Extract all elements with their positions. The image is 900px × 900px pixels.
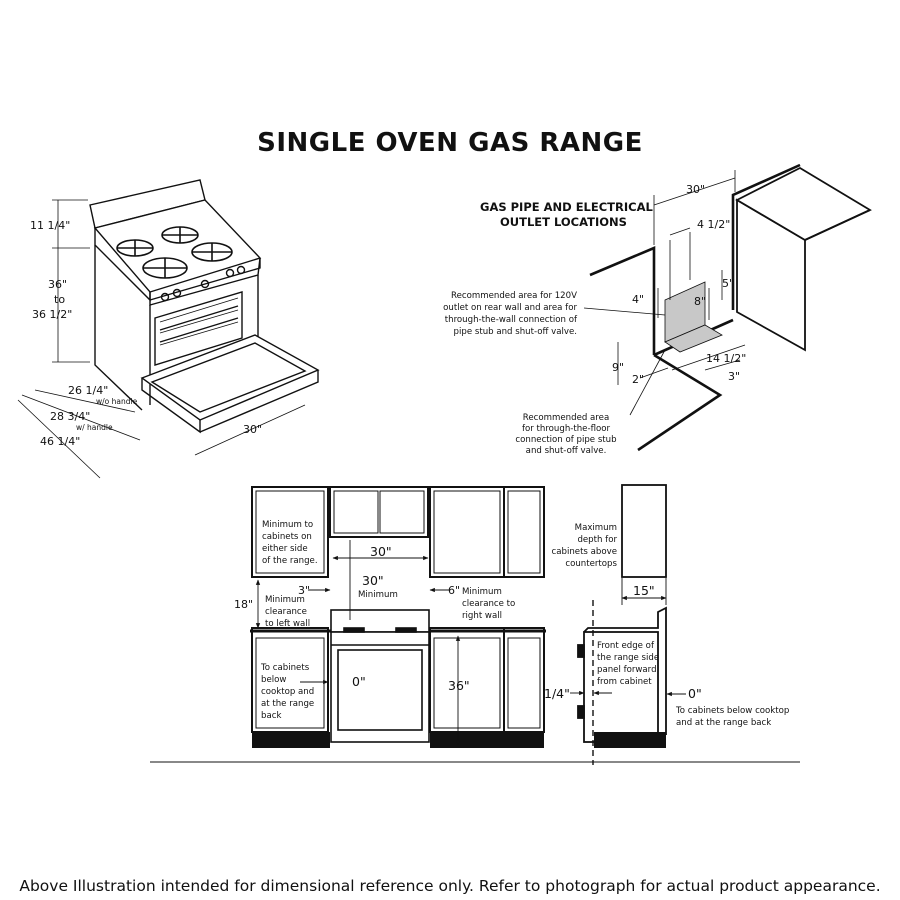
front-view-dim-36: 36" (448, 678, 470, 693)
svg-text:clearance to: clearance to (462, 599, 515, 609)
svg-text:Front edge of: Front edge of (597, 641, 655, 651)
front-view-dim-30-top: 30" (370, 544, 392, 559)
side-view-front-edge-note: Front edge of the range side panel forwa… (597, 641, 659, 687)
svg-text:countertops: countertops (565, 559, 617, 569)
front-view-dim-3: 3" (298, 584, 310, 597)
gas-pipe-dimension-lines (583, 170, 746, 416)
front-view-min-label: Minimum (358, 590, 398, 600)
cabinet-side (735, 166, 872, 352)
gas-pipe-dim-14-1-2: 14 1/2" (706, 352, 746, 365)
gas-pipe-dim-2: 2" (632, 373, 644, 386)
gas-pipe-wall-note: Recommended area for 120V outlet on rear… (443, 291, 578, 337)
svg-text:and shut-off valve.: and shut-off valve. (526, 446, 607, 456)
gas-pipe-dim-5: 5" (722, 277, 734, 290)
front-view-dimension-lines (255, 540, 461, 746)
svg-text:panel forward: panel forward (597, 665, 657, 675)
footer-disclaimer: Above Illustration intended for dimensio… (19, 877, 881, 895)
side-view-dim-1-4: 1/4" (544, 686, 570, 701)
gas-pipe-floor-note: Recommended area for through-the-floor c… (515, 413, 616, 456)
side-view-dimension-lines (570, 578, 686, 697)
front-view-cabinet-note: Minimum to cabinets on either side of th… (262, 520, 318, 566)
side-view-depth-note: Maximum depth for cabinets above counter… (552, 523, 618, 569)
front-view-dim-0: 0" (352, 674, 366, 689)
range-height-label-line3: 36 1/2" (32, 308, 72, 321)
range-depth-wo-handle-label: 26 1/4" (68, 384, 108, 397)
svg-text:cabinets above: cabinets above (552, 547, 618, 557)
svg-text:Minimum: Minimum (462, 587, 502, 597)
range-depth-wo-handle-note: w/o handle (96, 397, 138, 406)
side-view-below-note: To cabinets below cooktop and at the ran… (675, 706, 789, 728)
side-view-toekick (594, 732, 666, 748)
front-view-left-wall-note: Minimum clearance to left wall (265, 595, 310, 629)
gas-pipe-dim-30: 30" (686, 183, 705, 196)
svg-text:pipe stub and shut-off valve.: pipe stub and shut-off valve. (454, 327, 577, 337)
svg-text:the range side: the range side (597, 653, 659, 663)
side-view-dim-0: 0" (688, 686, 702, 701)
range-depth-door-open-label: 46 1/4" (40, 435, 80, 448)
front-view-right-wall-note: Minimum clearance to right wall (462, 587, 515, 621)
svg-text:below: below (261, 675, 286, 685)
svg-text:cabinets on: cabinets on (262, 532, 312, 542)
gas-pipe-floor-area (664, 324, 723, 353)
svg-text:Maximum: Maximum (575, 523, 617, 533)
range-depth-w-handle-label: 28 3/4" (50, 410, 90, 423)
svg-text:and at the range back: and at the range back (676, 718, 771, 728)
front-view-toekick-right (430, 732, 544, 748)
svg-text:clearance: clearance (265, 607, 307, 617)
svg-text:to left wall: to left wall (265, 619, 310, 629)
range-height-label-line1: 36" (48, 278, 67, 291)
svg-text:through-the-wall connection of: through-the-wall connection of (445, 315, 578, 325)
svg-text:for through-the-floor: for through-the-floor (522, 424, 611, 434)
gas-pipe-dim-4-1-2: 4 1/2" (697, 218, 730, 231)
svg-text:back: back (261, 711, 281, 721)
svg-text:To cabinets: To cabinets (260, 663, 310, 673)
svg-text:right wall: right wall (462, 611, 502, 621)
gas-pipe-dim-3: 3" (728, 370, 740, 383)
svg-text:depth for: depth for (577, 535, 617, 545)
page-title: SINGLE OVEN GAS RANGE (257, 128, 643, 158)
svg-text:either side: either side (262, 544, 308, 554)
range-height-backguard-label: 11 1/4" (30, 219, 70, 232)
svg-text:Minimum to: Minimum to (262, 520, 313, 530)
gas-pipe-heading-line2: OUTLET LOCATIONS (500, 215, 627, 229)
svg-text:of the range.: of the range. (262, 556, 318, 566)
front-view-toekick-left (252, 732, 330, 748)
gas-pipe-dim-9: 9" (612, 361, 624, 374)
range-isometric-drawing (89, 179, 320, 434)
svg-text:from cabinet: from cabinet (597, 677, 652, 687)
front-view-below-note: To cabinets below cooktop and at the ran… (260, 663, 314, 721)
svg-text:connection of pipe stub: connection of pipe stub (515, 435, 616, 445)
svg-text:cooktop and: cooktop and (261, 687, 314, 697)
side-view-dim-15: 15" (633, 583, 655, 598)
front-view-dim-30-min: 30" (362, 573, 384, 588)
gas-pipe-heading-line1: GAS PIPE AND ELECTRICAL (480, 200, 653, 214)
gas-pipe-dim-8: 8" (694, 295, 706, 308)
front-view-range (330, 609, 430, 743)
svg-text:at the range: at the range (261, 699, 314, 709)
range-dimension-lines (17, 199, 306, 479)
range-width-label: 30" (243, 423, 262, 436)
svg-text:Recommended area: Recommended area (523, 413, 609, 423)
svg-text:Recommended area for 120V: Recommended area for 120V (451, 291, 577, 301)
gas-pipe-dim-4: 4" (632, 293, 644, 306)
range-depth-w-handle-note: w/ handle (76, 423, 113, 432)
svg-text:Minimum: Minimum (265, 595, 305, 605)
svg-text:To cabinets below cooktop: To cabinets below cooktop (675, 706, 789, 716)
front-view-dim-18: 18" (234, 598, 253, 611)
front-view-dim-6: 6" (448, 584, 460, 597)
range-height-label-line2: to (54, 293, 65, 306)
svg-text:outlet on rear wall and area f: outlet on rear wall and area for (443, 303, 577, 313)
